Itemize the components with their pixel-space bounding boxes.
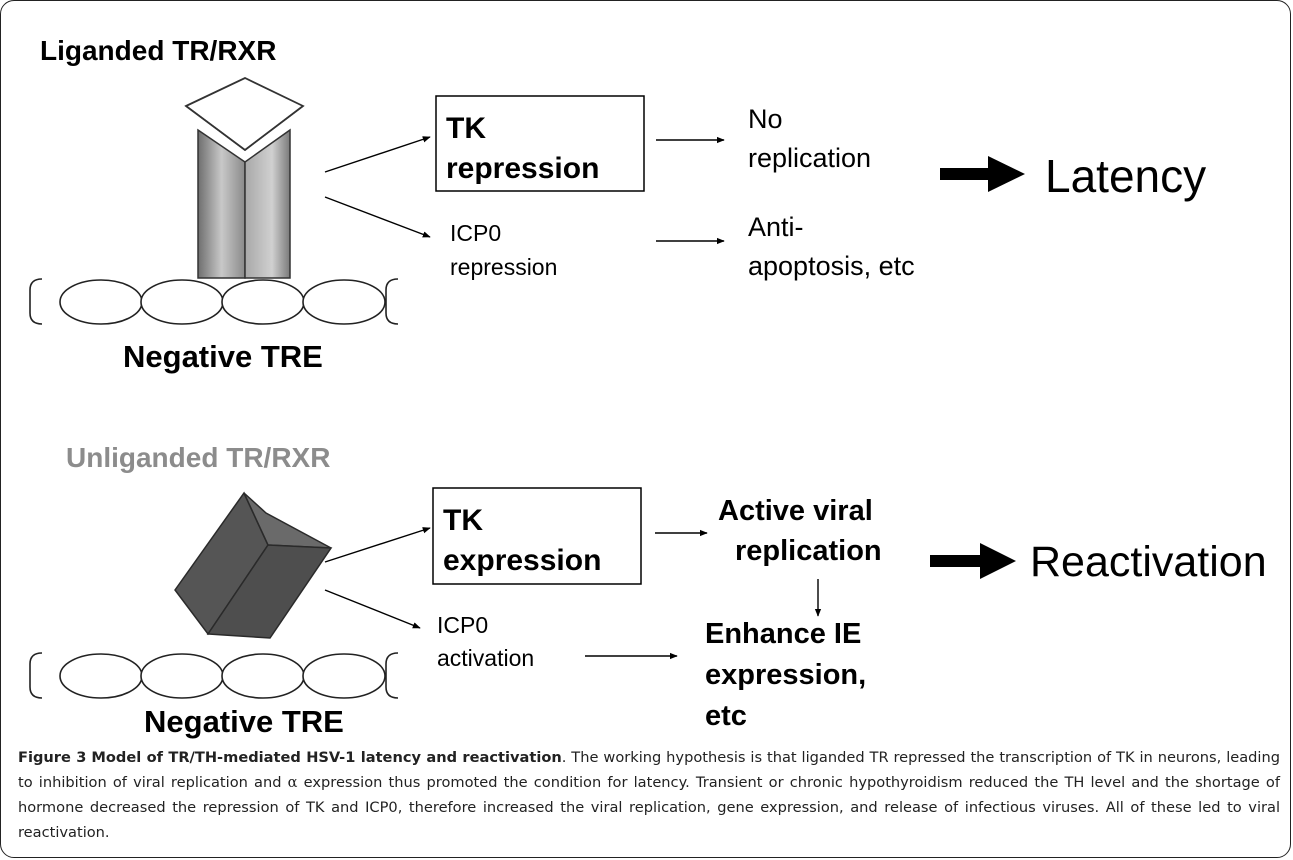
tk-expression-label-1: TK	[443, 504, 483, 537]
tk-repression-label-1: TK	[446, 112, 486, 145]
icp0-activation-label-2: activation	[437, 645, 534, 671]
arrow-to-tk-expression	[324, 527, 431, 563]
anti-apoptosis-label-1: Anti-	[748, 212, 804, 242]
figure-caption: Figure 3 Model of TR/TH-mediated HSV-1 l…	[18, 745, 1280, 845]
liganded-receptor-shape	[184, 77, 305, 279]
tk-repression-label-2: repression	[446, 152, 599, 185]
no-replication-label-2: replication	[748, 143, 871, 173]
nucleosome-row-top	[29, 278, 399, 325]
unliganded-receptor-shape	[174, 491, 333, 639]
top-tre-label: Negative TRE	[123, 339, 323, 374]
active-replication-label-2: replication	[735, 535, 882, 567]
caption-alpha-symbol: α	[287, 774, 298, 791]
tk-repression-box	[435, 95, 645, 192]
no-replication-label-1: No	[748, 104, 783, 134]
latency-label: Latency	[1045, 150, 1206, 202]
enhance-ie-label-3: etc	[705, 700, 747, 732]
tk-expression-label-2: expression	[443, 544, 601, 577]
arrow-to-icp0-activation	[324, 589, 421, 629]
top-panel-title: Liganded TR/RXR	[40, 35, 276, 66]
arrow-to-tk-repression	[324, 136, 431, 173]
big-arrow-reactivation	[930, 543, 1016, 579]
caption-text-a: . The working hypothesis is that ligande…	[18, 749, 1280, 791]
reactivation-label: Reactivation	[1030, 538, 1267, 586]
active-replication-label-1: Active viral	[718, 495, 873, 527]
caption-figure-label: Figure 3	[18, 749, 87, 766]
anti-apoptosis-label-2: apoptosis, etc	[748, 251, 915, 281]
caption-figure-title: Model of TR/TH-mediated HSV-1 latency an…	[91, 749, 562, 766]
nucleosome-row-bottom	[29, 652, 399, 699]
diagram: Liganded TR/RXR Negative TRE TK repressi…	[29, 35, 1267, 739]
arrow-to-icp0-repression	[324, 196, 431, 238]
icp0-activation-label-1: ICP0	[437, 612, 488, 638]
icp0-repression-label-1: ICP0	[450, 220, 501, 246]
bottom-tre-label: Negative TRE	[144, 704, 344, 739]
enhance-ie-label-2: expression,	[705, 659, 866, 691]
bottom-panel-title: Unliganded TR/RXR	[66, 442, 330, 473]
caption-text-b: expression thus promoted the condition f…	[18, 774, 1280, 841]
tk-expression-box	[432, 487, 642, 585]
icp0-repression-label-2: repression	[450, 254, 557, 280]
big-arrow-latency	[940, 156, 1025, 192]
enhance-ie-label-1: Enhance IE	[705, 618, 861, 650]
